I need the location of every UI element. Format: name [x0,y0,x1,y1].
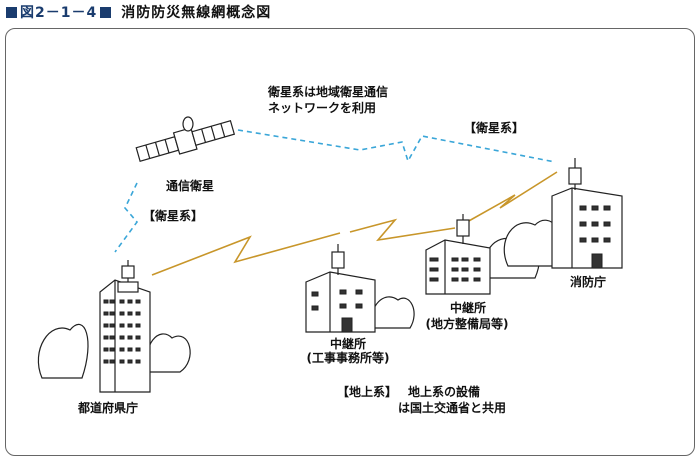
ground-note-line1: 地上系の設備 [408,385,481,399]
antenna-icon [456,214,470,244]
building-icon [551,187,623,269]
ground-link-prefecture-relay1 [151,232,341,276]
building-icon [99,279,151,393]
fire-agency-label: 消防庁 [570,275,607,289]
ground-note-line2: は国土交通省と共用 [398,401,507,415]
ground-link-relay1-relay2 [349,218,456,242]
antenna-icon [568,158,582,190]
diagram-frame [5,28,695,456]
ground-link-relay2-fire [466,171,558,223]
relay1-building [305,244,415,333]
figure-header: 図2－1－4 消防防災無線網概念図 [0,0,700,24]
sat-link-right-label: 【衛星系】 [464,121,525,135]
satellite-note-line2: ネットワークを利用 [268,101,377,115]
relay1-label-line1: 中継所 [329,337,366,351]
tree-icon [146,333,191,373]
building-icon [425,239,491,295]
building-icon [305,271,376,333]
satellite-note-line1: 衛星系は地域衛星通信 [268,85,389,99]
ground-note-tag: 【地上系】 [337,385,398,399]
figure-title-text: 消防防災無線網概念図 [121,5,272,21]
ground-links [151,171,558,276]
antenna-icon [121,260,135,282]
figure-number: 図2－1－4 [20,5,98,21]
tree-icon [37,323,89,379]
satellite-link-prefecture [114,182,139,253]
fire-agency-building [503,158,623,269]
satellite-icon [135,116,236,162]
antenna-icon [331,244,345,275]
sat-link-left-label: 【衛星系】 [143,209,204,223]
prefecture-building [37,260,191,393]
relay2-label-line1: 中継所 [449,301,486,315]
figure-title: 図2－1－4 消防防災無線網概念図 [6,2,271,22]
relay2-label-line2: (地方整備局等) [425,317,509,331]
satellite-link-fire-agency [237,129,556,164]
title-square-icon [100,6,112,18]
relay1-label-line2: (工事事務所等) [306,351,390,365]
title-square-icon [6,6,17,18]
prefecture-label: 都道府県庁 [78,401,139,415]
satellite-links [114,129,556,253]
satellite-label: 通信衛星 [166,179,215,193]
